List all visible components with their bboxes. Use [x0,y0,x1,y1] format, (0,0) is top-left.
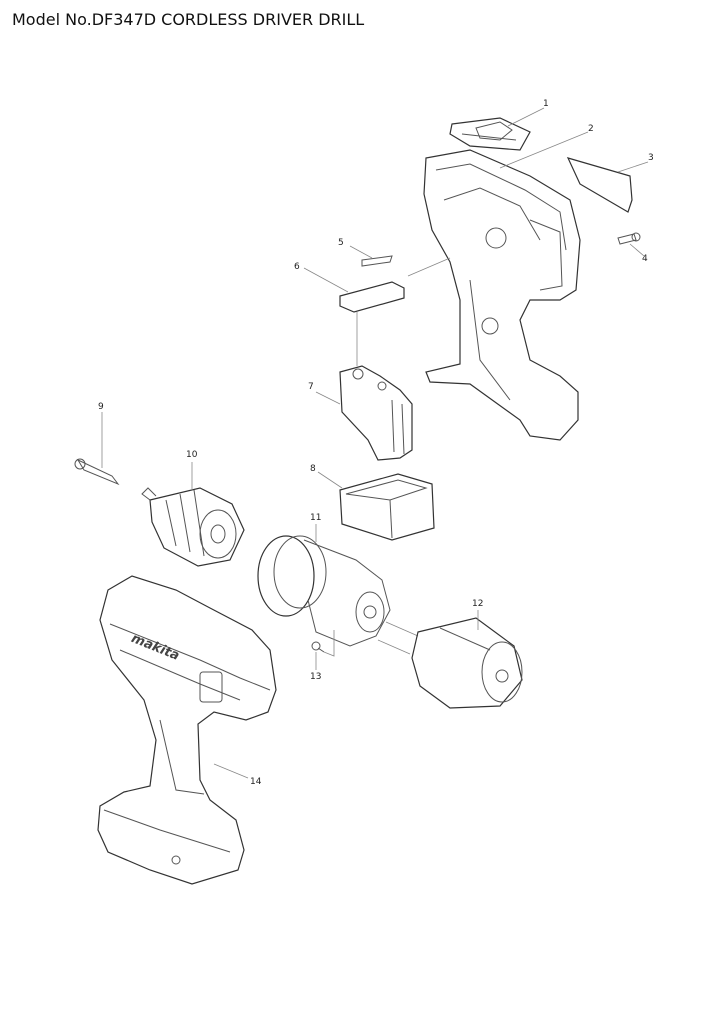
part-label-4: 4 [642,254,648,264]
part-1-switch-button[interactable] [449,107,545,151]
part-9-screw[interactable] [74,412,120,486]
part-4-tapping-screw[interactable] [617,232,645,257]
part-2-housing-right[interactable] [407,131,589,441]
part-7-switch[interactable] [315,365,413,461]
part-3-name-plate[interactable] [566,157,649,213]
part-5-spring[interactable] [349,245,393,267]
page-title: Model No.DF347D CORDLESS DRIVER DRILL [12,10,365,29]
part-label-11: 11 [310,513,322,523]
part-label-1: 1 [543,99,549,109]
part-12-dc-motor[interactable] [411,610,523,709]
part-13-small-screw[interactable] [311,630,335,670]
part-label-12: 12 [472,599,484,609]
part-6-switch-lever[interactable] [303,267,405,366]
part-label-8: 8 [310,464,316,474]
part-label-3: 3 [648,153,654,163]
part-label-2: 2 [588,124,594,134]
part-label-5: 5 [338,238,344,248]
part-label-14: 14 [250,777,262,787]
part-label-10: 10 [186,450,198,460]
part-label-6: 6 [294,262,300,272]
part-label-13: 13 [310,672,322,682]
part-14-housing-left[interactable] [97,575,277,885]
part-8-terminal-block[interactable] [317,471,435,541]
part-label-7: 7 [308,382,314,392]
part-10-keyless-chuck[interactable] [141,462,245,567]
part-label-9: 9 [98,402,104,412]
part-11-gear-assembly[interactable] [257,524,419,655]
